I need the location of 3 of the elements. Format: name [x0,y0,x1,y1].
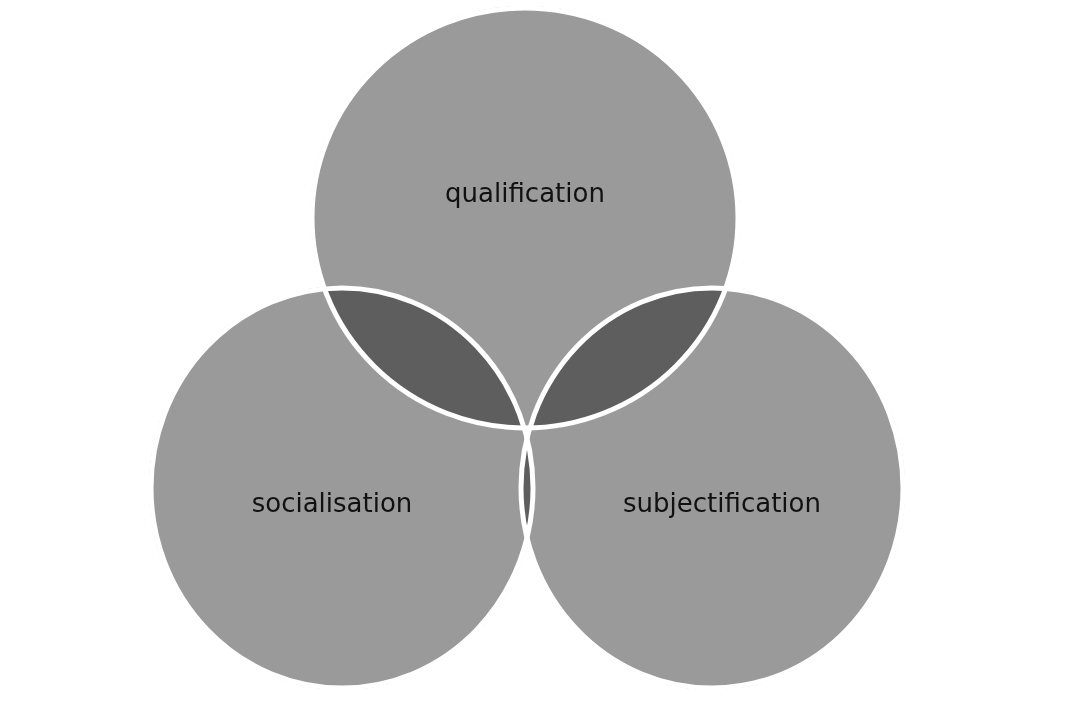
circle-label: qualification [445,178,605,208]
circle-label: subjectification [623,488,821,518]
circle-label: socialisation [251,488,413,518]
